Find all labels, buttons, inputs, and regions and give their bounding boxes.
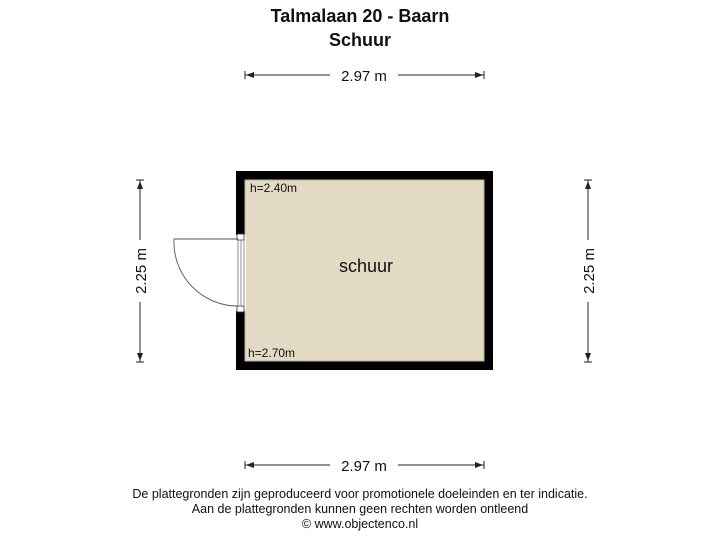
address-title: Talmalaan 20 - Baarn [270, 6, 450, 26]
arrow-left-icon [246, 72, 254, 78]
disclaimer-line-2: Aan de plattegronden kunnen geen rechten… [191, 502, 529, 516]
top-dimension: 2.97 m [244, 68, 485, 85]
arrow-up-icon [585, 181, 591, 189]
arrow-up-icon [137, 181, 143, 189]
arrow-left-icon [246, 462, 254, 468]
disclaimer-line-1: De plattegronden zijn geproduceerd voor … [132, 487, 588, 501]
arrow-right-icon [475, 72, 483, 78]
arrow-down-icon [137, 353, 143, 361]
right-dimension: 2.25 m [581, 179, 598, 363]
copyright-link[interactable]: © www.objectenco.nl [301, 517, 419, 531]
right-depth-label: 2.25 m [581, 248, 598, 294]
room-title: Schuur [328, 30, 391, 50]
arrow-right-icon [475, 462, 483, 468]
room-floor [244, 179, 485, 362]
ceiling-height-bottom: h=2.70m [248, 346, 295, 360]
left-depth-label: 2.25 m [133, 248, 150, 294]
ceiling-height-top: h=2.40m [250, 181, 297, 195]
arrow-down-icon [585, 353, 591, 361]
left-dimension: 2.25 m [133, 179, 150, 363]
door [173, 233, 246, 313]
room-name-label: schuur [339, 256, 393, 276]
bottom-width-label: 2.97 m [341, 458, 387, 475]
top-width-label: 2.97 m [341, 68, 387, 85]
door-swing-arc [173, 238, 239, 307]
bottom-dimension: 2.97 m [244, 458, 485, 475]
disclaimer-footer: De plattegronden zijn geproduceerd voor … [0, 487, 720, 532]
